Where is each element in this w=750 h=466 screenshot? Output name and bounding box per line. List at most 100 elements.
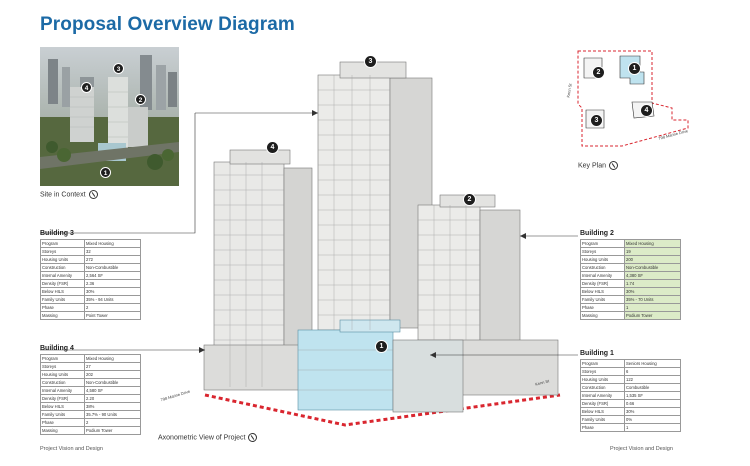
key-plan: 2 1 3 4 Kenn St 798 Marine Drive <box>560 48 710 158</box>
building-2-title: Building 2 <box>580 230 614 237</box>
spec-key: Storeys <box>580 367 625 376</box>
site-boundary <box>204 393 561 427</box>
spec-value: 4,380 SF <box>624 271 681 280</box>
spec-row: Density (FSR)2.20 <box>40 394 141 403</box>
building-1-title: Building 1 <box>580 350 614 357</box>
spec-value: 1 <box>624 303 681 312</box>
spec-key: Massing <box>40 426 85 435</box>
arrow-b4-icon <box>199 347 205 353</box>
spec-key: Program <box>580 239 625 248</box>
spec-key: Housing Units <box>40 370 85 379</box>
spec-key: Internal Amenity <box>580 271 625 280</box>
key-plan-caption: Key Plan <box>578 161 619 170</box>
spec-value: 6 <box>624 367 681 376</box>
spec-value: 35.7% - 90 Units <box>84 410 141 419</box>
spec-value: Mixed Housing <box>84 239 141 248</box>
spec-value: 35% - 94 Units <box>84 295 141 304</box>
site-in-context-caption: Site in Context <box>40 190 98 199</box>
spec-key: Storeys <box>40 247 85 256</box>
spec-value: Non-Combustible <box>624 263 681 272</box>
spec-value: Combustible <box>624 383 681 392</box>
spec-key: Phase <box>40 418 85 427</box>
axo-marker-4: 4 <box>266 141 279 154</box>
spec-row: Density (FSR)0.66 <box>580 399 681 408</box>
spec-value: 1,535 SF <box>624 391 681 400</box>
spec-row: Density (FSR)1.74 <box>580 279 681 288</box>
footer-right: Project Vision and Design <box>610 446 673 452</box>
spec-key: Housing Units <box>580 375 625 384</box>
spec-key: Below HILS <box>580 407 625 416</box>
spec-value: 122 <box>624 375 681 384</box>
spec-key: Density (FSR) <box>40 394 85 403</box>
spec-key: Construction <box>40 378 85 387</box>
spec-key: Program <box>40 354 85 363</box>
building-4-title: Building 4 <box>40 345 74 352</box>
context-marker-1: 1 <box>100 167 111 178</box>
arrow-b2-icon <box>520 233 526 239</box>
spec-key: Construction <box>40 263 85 272</box>
spec-value: 30% <box>624 407 681 416</box>
spec-value: 38% <box>84 402 141 411</box>
arrow-b1-icon <box>430 352 436 358</box>
spec-key: Massing <box>580 311 625 320</box>
building-4-massing <box>203 149 313 391</box>
spec-key: Density (FSR) <box>40 279 85 288</box>
spec-value: Seniors Housing <box>624 359 681 368</box>
spec-key: Construction <box>580 263 625 272</box>
building-3-massing <box>317 61 433 331</box>
spec-value: 19 <box>624 247 681 256</box>
keyplan-marker-4: 4 <box>640 104 653 117</box>
keyplan-marker-3: 3 <box>590 114 603 127</box>
spec-value: Mixed Housing <box>624 239 681 248</box>
spec-key: Internal Amenity <box>580 391 625 400</box>
spec-key: Below HILS <box>40 402 85 411</box>
spec-value: 30% <box>624 287 681 296</box>
spec-value: 2,564 SF <box>84 271 141 280</box>
spec-row: Density (FSR)2.36 <box>40 279 141 288</box>
axo-marker-2: 2 <box>463 193 476 206</box>
spec-value: 200 <box>624 255 681 264</box>
spec-key: Housing Units <box>580 255 625 264</box>
context-marker-4: 4 <box>81 82 92 93</box>
context-photo-graphic <box>40 47 179 186</box>
north-arrow-icon <box>88 190 98 199</box>
spec-key: Phase <box>580 303 625 312</box>
spec-key: Family Units <box>40 295 85 304</box>
spec-value: 0.66 <box>624 399 681 408</box>
spec-key: Storeys <box>580 247 625 256</box>
spec-key: Family Units <box>40 410 85 419</box>
spec-key: Internal Amenity <box>40 271 85 280</box>
spec-key: Massing <box>40 311 85 320</box>
spec-key: Below HILS <box>580 287 625 296</box>
site-context-photo: 3 4 2 1 <box>40 47 179 186</box>
spec-value: 2.20 <box>84 394 141 403</box>
spec-value: 2 <box>84 303 141 312</box>
spec-key: Density (FSR) <box>580 399 625 408</box>
arrow-b3-icon <box>312 110 318 116</box>
spec-value: 4,580 SF <box>84 386 141 395</box>
axo-marker-1: 1 <box>375 340 388 353</box>
